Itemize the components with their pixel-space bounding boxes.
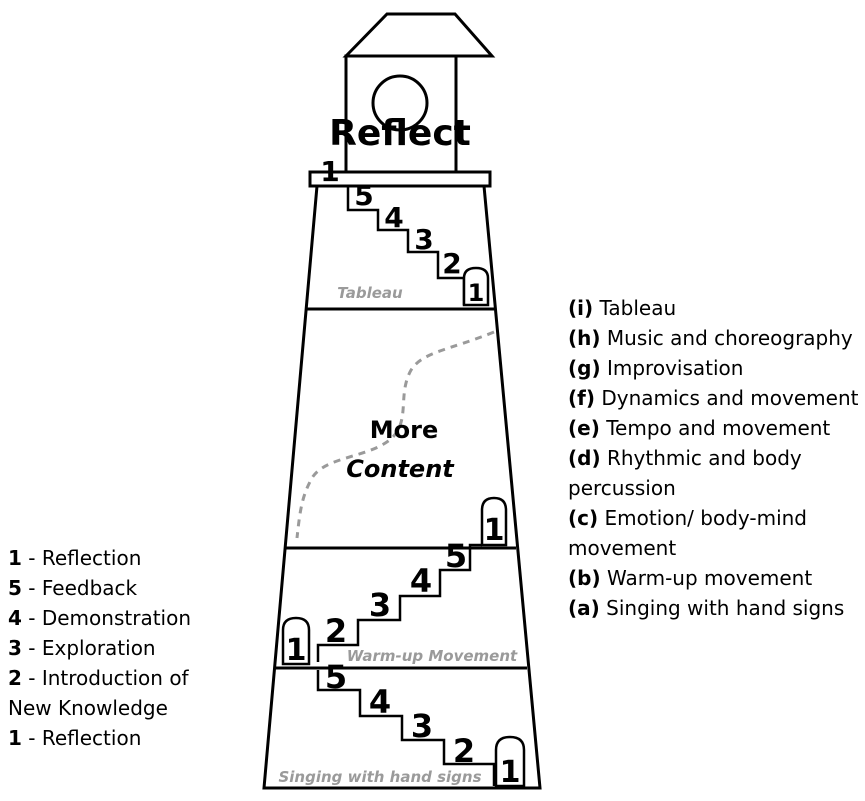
singing-section-label: Singing with hand signs xyxy=(278,768,481,786)
middle-step-4: 4 xyxy=(410,562,432,600)
warmup-section-label: Warm-up Movement xyxy=(347,647,518,665)
content-label: Content xyxy=(346,455,455,483)
legend-item: (e) Tempo and movement xyxy=(568,413,863,443)
legend-item: (c) Emotion/ body-mind movement xyxy=(568,503,818,563)
legend-number: 5 xyxy=(8,576,22,600)
legend-text: Rhythmic and body percussion xyxy=(568,446,802,500)
legend-key: (g) xyxy=(568,356,601,380)
legend-text: - Feedback xyxy=(21,576,138,600)
legend-text: - Introduction of New Knowledge xyxy=(8,666,189,720)
legend-text: - Reflection xyxy=(21,726,142,750)
bottom-step-3: 3 xyxy=(411,707,433,745)
legend-text: Singing with hand signs xyxy=(599,596,845,620)
legend-key: (h) xyxy=(568,326,601,350)
legend-item: (f) Dynamics and movement xyxy=(568,383,863,413)
middle-door-upper-number: 1 xyxy=(484,513,505,548)
top-step-1: 1 xyxy=(320,155,339,188)
legend-key: (d) xyxy=(568,446,601,470)
top-door xyxy=(462,266,490,307)
bottom-step-5: 5 xyxy=(325,658,347,696)
legend-text: Music and choreography xyxy=(600,326,853,350)
middle-staircase xyxy=(316,543,482,662)
legend-text: Improvisation xyxy=(600,356,744,380)
legend-number: 1 xyxy=(8,546,22,570)
top-step-2: 2 xyxy=(442,247,461,280)
top-step-4: 4 xyxy=(384,201,403,234)
legend-item: (a) Singing with hand signs xyxy=(568,593,863,623)
legend-text: - Reflection xyxy=(21,546,142,570)
legend-key: (i) xyxy=(568,296,594,320)
legend-text: Warm-up movement xyxy=(600,566,813,590)
bottom-door-number: 1 xyxy=(500,755,521,790)
middle-step-3: 3 xyxy=(369,586,391,624)
legend-item: (d) Rhythmic and body percussion xyxy=(568,443,808,503)
legend-key: (f) xyxy=(568,386,595,410)
lighthouse-roof xyxy=(342,12,496,58)
legend-item: 3 - Exploration xyxy=(8,633,248,663)
middle-upper-door xyxy=(480,496,508,547)
dashed-path xyxy=(295,330,495,539)
legend-key: (a) xyxy=(568,596,600,620)
legend-key: (b) xyxy=(568,566,601,590)
activity-legend: (i) Tableau (h) Music and choreography (… xyxy=(568,293,863,623)
legend-text: Dynamics and movement xyxy=(594,386,859,410)
bottom-staircase xyxy=(316,670,496,786)
bottom-step-2: 2 xyxy=(453,732,475,770)
legend-number: 1 xyxy=(8,726,22,750)
legend-item: 5 - Feedback xyxy=(8,573,248,603)
legend-item: 1 - Reflection xyxy=(8,723,248,753)
tableau-section-label: Tableau xyxy=(337,284,403,302)
step-legend: 1 - Reflection 5 - Feedback 4 - Demonstr… xyxy=(8,543,248,753)
legend-text: Tempo and movement xyxy=(599,416,831,440)
legend-number: 3 xyxy=(8,636,22,660)
lighthouse-window xyxy=(371,74,429,132)
lighthouse-tower xyxy=(262,184,542,790)
legend-item: 1 - Reflection xyxy=(8,543,248,573)
middle-step-2: 2 xyxy=(325,612,347,650)
top-step-5: 5 xyxy=(354,179,373,212)
legend-item: (b) Warm-up movement xyxy=(568,563,863,593)
top-door-number: 1 xyxy=(468,279,485,307)
legend-text: - Exploration xyxy=(21,636,156,660)
middle-lower-door xyxy=(281,616,311,666)
more-label: More xyxy=(370,416,438,444)
legend-number: 2 xyxy=(8,666,22,690)
reflect-label: Reflect xyxy=(329,113,471,154)
middle-door-lower-number: 1 xyxy=(286,633,307,668)
legend-item: (g) Improvisation xyxy=(568,353,863,383)
legend-text: - Demonstration xyxy=(21,606,192,630)
legend-item: 2 - Introduction of New Knowledge xyxy=(8,663,233,723)
middle-step-5: 5 xyxy=(445,537,467,575)
legend-text: Tableau xyxy=(593,296,677,320)
top-step-3: 3 xyxy=(414,223,433,256)
legend-number: 4 xyxy=(8,606,22,630)
top-staircase xyxy=(338,184,466,305)
legend-key: (e) xyxy=(568,416,600,440)
bottom-door xyxy=(494,735,526,788)
bottom-step-4: 4 xyxy=(369,683,391,721)
legend-item: (i) Tableau xyxy=(568,293,863,323)
legend-item: (h) Music and choreography xyxy=(568,323,863,353)
legend-item: 4 - Demonstration xyxy=(8,603,248,633)
legend-text: Emotion/ body-mind movement xyxy=(568,506,807,560)
legend-key: (c) xyxy=(568,506,599,530)
